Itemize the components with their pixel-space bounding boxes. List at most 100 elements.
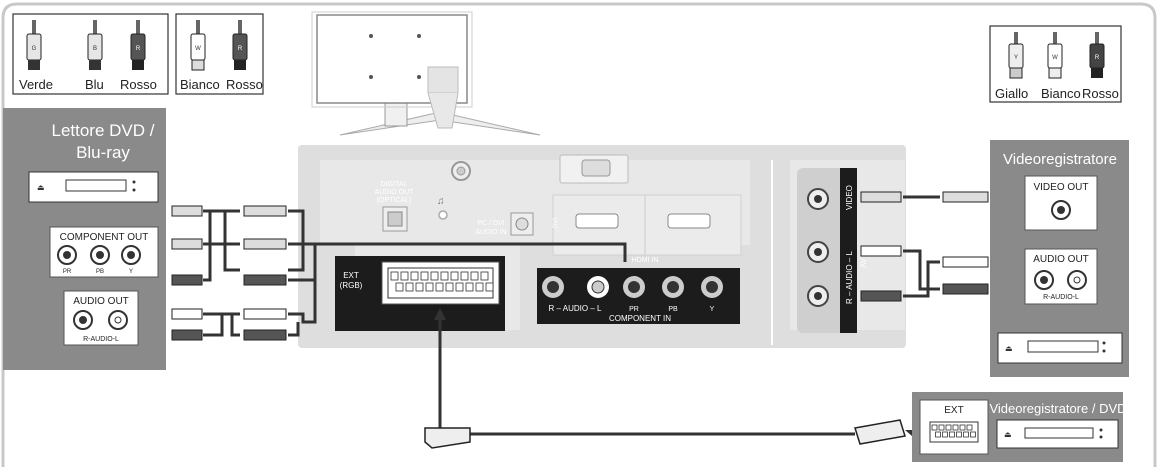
plug-letter: R	[136, 46, 141, 52]
jack-label: PB	[668, 306, 678, 313]
plug-icon: G	[26, 20, 42, 70]
scart-pin	[410, 271, 419, 281]
scart-pin	[931, 424, 938, 431]
side-video-label: VIDEO	[845, 185, 854, 210]
scart-pin	[415, 282, 424, 292]
tv-illustration	[311, 11, 541, 136]
component-out-box: COMPONENT OUT PR PB Y	[49, 226, 159, 278]
plug-letter: W	[1052, 55, 1058, 61]
component-cables	[203, 209, 627, 282]
optical-port: DIGITAL AUDIO OUT (OPTICAL)	[375, 181, 415, 232]
tv-back-panel: ♫ DIGITAL AUDIO OUT (OPTICAL) PC / DVI A…	[298, 145, 906, 348]
vcr-audio-out-box: AUDIO OUT R-AUDIO-L	[1024, 248, 1098, 305]
plug-icon: Y	[1008, 32, 1024, 79]
component-in-label: COMPONENT IN	[609, 314, 671, 323]
scart-pin	[435, 282, 444, 292]
port-label: PC / DVI	[477, 220, 504, 227]
scart-pin	[475, 282, 484, 292]
dvd-player-panel: Lettore DVD / Blu-ray ⏏ COMPONENT OUT PR…	[3, 108, 166, 370]
video-out-label: VIDEO OUT	[1033, 182, 1088, 193]
jack-label: Y	[129, 269, 133, 275]
audio-out-box: AUDIO OUT R-AUDIO-L	[63, 290, 139, 346]
legend-label: Verde	[19, 77, 53, 92]
scart-pin	[963, 431, 969, 438]
vcr-dvd-title: Videoregistratore / DVD	[989, 401, 1126, 416]
legend-label: Rosso	[120, 77, 157, 92]
plug-letter: R	[1095, 55, 1100, 61]
scart-pin	[465, 282, 474, 292]
scart-pin	[445, 282, 454, 292]
plug-letter: B	[93, 46, 97, 52]
plug-icon: R	[130, 20, 146, 70]
hdmi-in-label: HDMI IN	[632, 257, 659, 264]
audio-sub-label: R-AUDIO-L	[83, 336, 119, 343]
scart-pin	[970, 431, 976, 438]
port-label: DIGITAL	[381, 181, 408, 188]
headphone-icon: ♫	[437, 196, 445, 207]
scart-pin	[485, 282, 494, 292]
scart-pin	[949, 431, 955, 438]
component-audio-label: R – AUDIO – L	[549, 304, 602, 313]
scart-pin	[945, 424, 952, 431]
rca-plugs-vcr	[860, 191, 989, 302]
plug-letter: W	[195, 46, 201, 52]
legend-label: Giallo	[995, 86, 1028, 101]
plug-icon: R	[1089, 32, 1105, 78]
port-label: (OPTICAL)	[377, 197, 412, 204]
rca-plugs-dvd	[171, 205, 287, 341]
av-in-side-panel: VIDEO R – AUDIO – L AV IN	[771, 160, 868, 345]
pc-dvi-audio-port: PC / DVI AUDIO IN	[475, 212, 534, 236]
scart-pin	[455, 282, 464, 292]
component-in-block: R – AUDIO – L PR PB Y COMPONENT IN	[537, 268, 740, 324]
side-audio-label: R – AUDIO – L	[845, 251, 854, 304]
dvi-label: DVI	[553, 218, 559, 228]
audio-sub-label: R-AUDIO-L	[1043, 294, 1079, 301]
svg-text:⏏: ⏏	[37, 183, 45, 192]
plug-icon: W	[1047, 32, 1063, 79]
audio-out-label: AUDIO OUT	[1033, 254, 1089, 265]
vcr-cables	[903, 195, 940, 298]
scart-pin	[405, 282, 414, 292]
port-label: AUDIO OUT	[375, 189, 415, 196]
svg-text:⏏: ⏏	[1004, 430, 1012, 439]
plug-icon: W	[190, 20, 206, 71]
vcr-panel: Videoregistratore VIDEO OUT AUDIO OUT R-…	[990, 140, 1129, 377]
ext-label: EXT	[944, 405, 963, 416]
scart-pin	[959, 424, 966, 431]
vcr-title: Videoregistratore	[1003, 151, 1117, 168]
scart-pin	[425, 282, 434, 292]
jack-label: PR	[63, 269, 72, 275]
scart-pin	[400, 271, 409, 281]
svg-text:⏏: ⏏	[1005, 344, 1013, 353]
scart-pin	[480, 271, 489, 281]
vcr-icon: ⏏	[997, 332, 1123, 364]
video-out-box: VIDEO OUT	[1024, 175, 1098, 231]
dvd-title: Lettore DVD /	[52, 121, 155, 140]
scart-pin	[440, 271, 449, 281]
ext-label: EXT	[343, 271, 359, 280]
scart-pin	[395, 282, 404, 292]
scart-pin	[450, 271, 459, 281]
scart-pin	[470, 271, 479, 281]
jack-label: PR	[629, 306, 639, 313]
plug-icon: R	[232, 20, 248, 70]
dvd-player-icon: ⏏	[28, 171, 159, 203]
component-out-label: COMPONENT OUT	[60, 232, 149, 243]
ext-label: (RGB)	[340, 281, 363, 290]
scart-pin	[956, 431, 962, 438]
scart-pin	[460, 271, 469, 281]
legend-label: Blu	[85, 77, 104, 92]
ext-rgb-port: EXT (RGB)	[335, 256, 505, 331]
scart-pin	[952, 424, 959, 431]
legend-label: Rosso	[226, 77, 263, 92]
jack-label: PB	[96, 269, 104, 275]
jack-label: Y	[710, 306, 715, 313]
plug-letter: Y	[1014, 55, 1018, 61]
scart-pin	[942, 431, 948, 438]
legend-component-box: G B R Verde Blu Rosso	[12, 13, 169, 95]
legend-label: Rosso	[1082, 86, 1119, 101]
scart-pin	[420, 271, 429, 281]
